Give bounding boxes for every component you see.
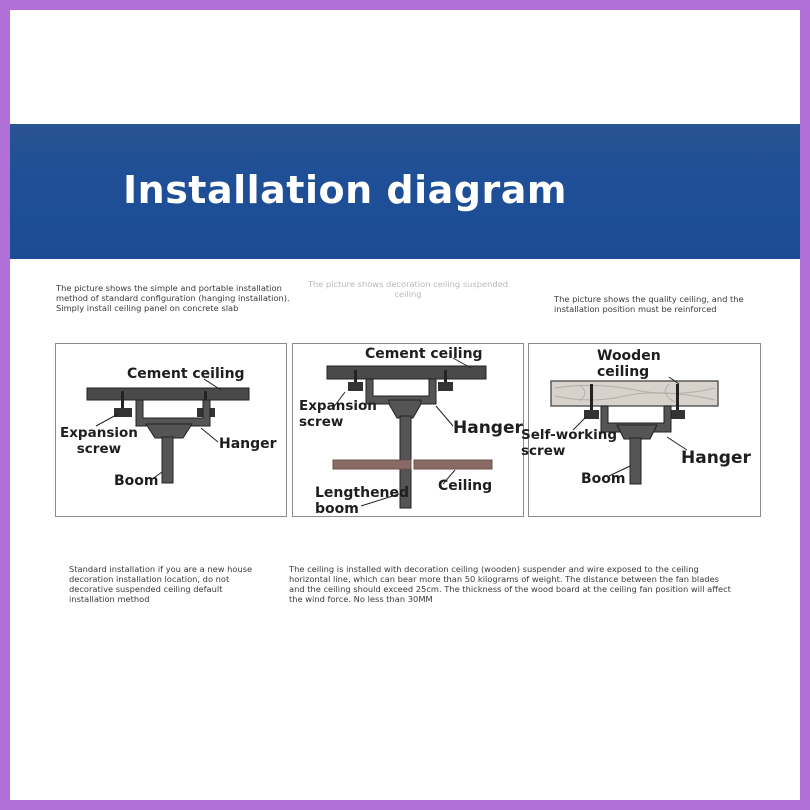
diagram-panel-standard: Cement ceiling Expansion screw Hanger Bo… <box>55 343 287 517</box>
label-lengthened-boom: Lengthened boom <box>315 485 410 517</box>
diagram-panel-decoration-ceiling: Cement ceiling Expansion screw Hanger Le… <box>292 343 524 517</box>
caption-top-right: The picture shows the quality ceiling, a… <box>554 294 744 314</box>
caption-top-middle: The picture shows decoration ceiling sus… <box>307 279 509 299</box>
label-cement-ceiling: Cement ceiling <box>127 366 245 382</box>
label-boom: Boom <box>114 473 159 489</box>
label-boom: Boom <box>581 471 626 487</box>
caption-bottom-right: The ceiling is installed with decoration… <box>289 564 731 604</box>
header-banner: Installation diagram <box>10 124 800 259</box>
quality-ceiling-illustration <box>550 376 719 485</box>
caption-bottom-left: Standard installation if you are a new h… <box>69 564 253 604</box>
page-frame: Installation diagram The picture shows t… <box>10 10 800 800</box>
label-hanger: Hanger <box>681 448 751 468</box>
label-hanger: Hanger <box>453 418 523 438</box>
caption-top-left: The picture shows the simple and portabl… <box>56 283 290 313</box>
label-expansion-screw: Expansion screw <box>60 425 138 457</box>
diagram-panel-quality-ceiling: Wooden ceiling Self-working screw Hanger… <box>521 343 761 517</box>
label-ceiling: Ceiling <box>438 478 493 494</box>
label-self-working-screw: Self-working screw <box>521 427 618 459</box>
page-title: Installation diagram <box>123 168 567 212</box>
standard-install-illustration <box>86 378 250 484</box>
label-cement-ceiling: Cement ceiling <box>365 346 483 362</box>
label-hanger: Hanger <box>219 436 277 452</box>
decoration-ceiling-illustration <box>326 357 493 509</box>
label-wooden-ceiling: Wooden ceiling <box>597 348 661 380</box>
label-expansion-screw: Expansion screw <box>299 398 377 430</box>
